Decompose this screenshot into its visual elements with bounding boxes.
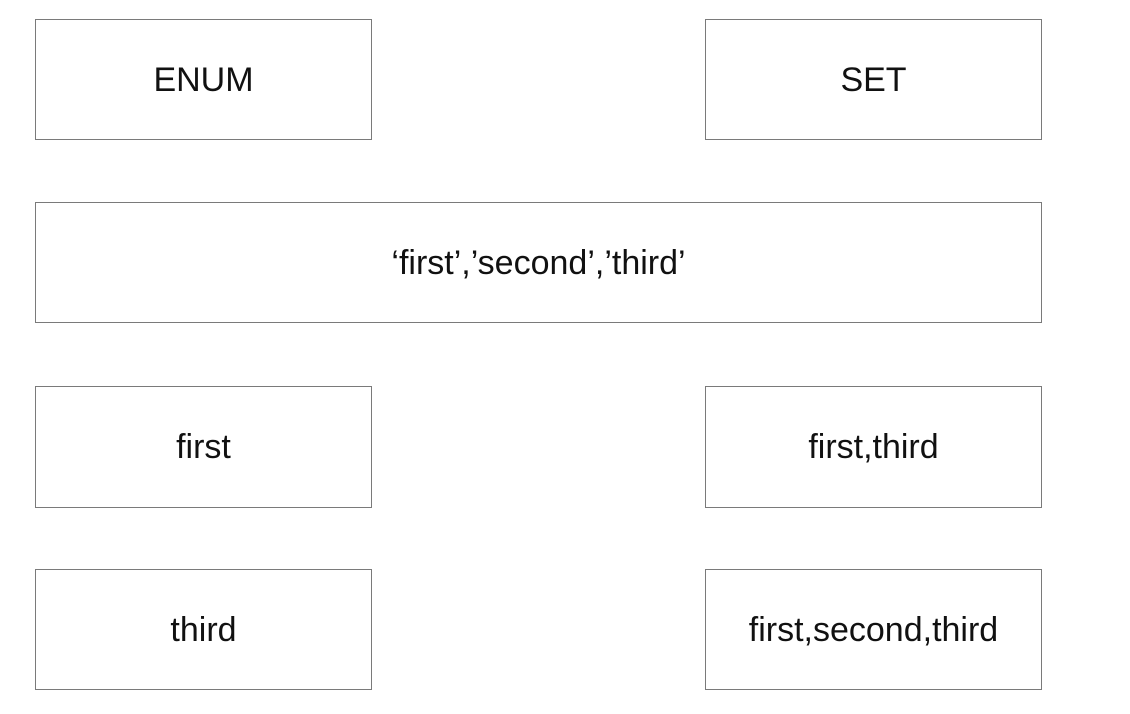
definition-box: ‘first’,’second’,’third’ xyxy=(35,202,1042,323)
enum-example-2-label: third xyxy=(170,610,237,649)
set-example-2-box: first,second,third xyxy=(705,569,1042,690)
definition-label: ‘first’,’second’,’third’ xyxy=(391,243,686,282)
enum-example-1-box: first xyxy=(35,386,372,508)
set-example-2-label: first,second,third xyxy=(748,610,999,649)
enum-example-1-label: first xyxy=(176,428,231,466)
set-example-1-label: first,third xyxy=(808,428,939,466)
set-header-label: SET xyxy=(840,60,907,99)
set-example-1-box: first,third xyxy=(705,386,1042,508)
enum-example-2-box: third xyxy=(35,569,372,690)
set-header-box: SET xyxy=(705,19,1042,140)
enum-header-box: ENUM xyxy=(35,19,372,140)
enum-header-label: ENUM xyxy=(153,60,254,99)
